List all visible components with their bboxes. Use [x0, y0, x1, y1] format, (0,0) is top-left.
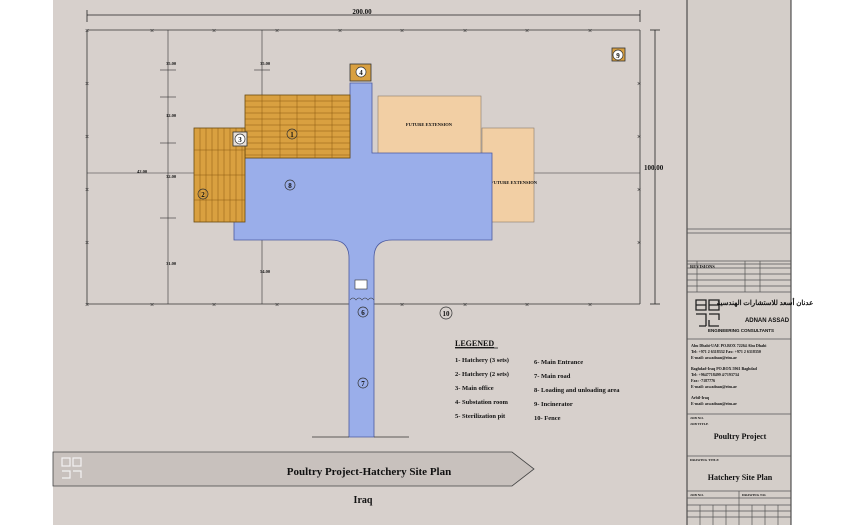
- firm-logo-small: [61, 457, 82, 479]
- firm-name-arabic: عدنان أسعد للاستشارات الهندسية: [717, 297, 814, 307]
- job-title-label: JOB TITLE: [690, 422, 709, 426]
- title-block-panel: [687, 0, 791, 525]
- callout-4: 4: [359, 69, 363, 77]
- svg-text:×: ×: [85, 187, 89, 194]
- svg-text:54.00: 54.00: [260, 269, 271, 274]
- drawing-title: Hatchery Site Plan: [708, 473, 773, 482]
- svg-text:×: ×: [525, 28, 529, 35]
- callout-6: 6: [361, 309, 365, 317]
- legend-title: LEGENED: [455, 339, 494, 348]
- firm-name-line-2: ENGINEERING CONSULTANTS: [708, 328, 774, 333]
- callout-3: 3: [238, 136, 242, 144]
- svg-text:×: ×: [275, 302, 279, 309]
- svg-text:42.00: 42.00: [137, 169, 148, 174]
- svg-text:×: ×: [463, 28, 467, 35]
- callout-markers: 1 2 3 4 6 7 8 9 10: [197, 49, 624, 389]
- future-extension-top-label: FUTURE EXTENSION: [406, 122, 453, 127]
- legend-item: 1- Hatchery (3 sets): [455, 357, 509, 364]
- sterilization-pit: [354, 279, 368, 290]
- main-entrance-gate: [349, 297, 375, 301]
- legend-item: 5- Sterilization pit: [455, 413, 506, 420]
- svg-text:×: ×: [85, 134, 89, 141]
- overall-width-dimension: 200.00: [86, 8, 641, 22]
- svg-text:×: ×: [85, 28, 89, 35]
- firm-name-line-1: ADNAN ASSAD: [745, 318, 790, 324]
- svg-text:×: ×: [338, 28, 342, 35]
- svg-text:×: ×: [275, 28, 279, 35]
- legend-item: 6- Main Entrance: [534, 359, 583, 366]
- svg-text:E-mail: aswadnan@eim.ae: E-mail: aswadnan@eim.ae: [691, 384, 737, 389]
- sheet-no-label: JOB NO.: [690, 493, 704, 497]
- drawing-title-label: DRAWING TITLE: [690, 458, 719, 462]
- svg-text:31.00: 31.00: [166, 261, 177, 266]
- svg-text:×: ×: [637, 81, 641, 88]
- width-dim-label: 200.00: [352, 8, 372, 16]
- svg-text:Fax: -7187776: Fax: -7187776: [691, 378, 715, 383]
- legend-item: 7- Main road: [534, 373, 571, 380]
- callout-7: 7: [361, 380, 365, 388]
- svg-text:×: ×: [637, 240, 641, 247]
- callout-2: 2: [201, 191, 205, 199]
- callout-8: 8: [288, 182, 292, 190]
- overall-height-dimension: 100.00: [644, 29, 664, 305]
- firm-contacts: Abu Dhabi-UAE PO.BOX 72264 Abu Dhabi Tel…: [691, 343, 767, 406]
- job-title: Poultry Project: [714, 432, 767, 441]
- drawing-no-label: DRAWING NO.: [742, 493, 766, 497]
- legend-item: 10- Fence: [534, 415, 561, 422]
- revisions-label: REVISIONS: [690, 264, 715, 269]
- svg-text:Tel: +9647718499 4/7193734: Tel: +9647718499 4/7193734: [691, 372, 739, 377]
- svg-text:Abu Dhabi-UAE PO.BOX 72264 Abu: Abu Dhabi-UAE PO.BOX 72264 Abu Dhabi: [691, 343, 767, 348]
- callout-9: 9: [616, 52, 620, 60]
- legend: LEGENED 1- Hatchery (3 sets) 2- Hatchery…: [455, 339, 620, 422]
- svg-text:E-mail: aswadnan@eim.ae: E-mail: aswadnan@eim.ae: [691, 401, 737, 406]
- future-extension-top: FUTURE EXTENSION: [377, 95, 482, 157]
- svg-text:32.00: 32.00: [166, 174, 177, 179]
- fence-post-markers: × × × × × × × × × × × × × × × × × × × × × × × × ×: [85, 28, 641, 309]
- svg-text:×: ×: [85, 81, 89, 88]
- legend-item: 9- Incinerator: [534, 401, 573, 408]
- svg-text:×: ×: [85, 240, 89, 247]
- svg-text:×: ×: [85, 302, 89, 309]
- svg-text:35.00: 35.00: [166, 61, 177, 66]
- svg-text:35.00: 35.00: [260, 61, 271, 66]
- svg-text:×: ×: [588, 28, 592, 35]
- svg-text:Baghdad-Iraq PO.BOX 5961 Baghd: Baghdad-Iraq PO.BOX 5961 Baghdad: [691, 366, 758, 371]
- height-dim-label: 100.00: [644, 164, 664, 172]
- firm-logo: [695, 299, 720, 327]
- callout-1: 1: [290, 131, 294, 139]
- legend-item: 8- Loading and unloading area: [534, 387, 620, 394]
- svg-text:×: ×: [212, 302, 216, 309]
- future-extension-right-label: FUTURE EXTENSION: [491, 180, 538, 185]
- legend-item: 4- Substation room: [455, 399, 509, 406]
- svg-text:×: ×: [400, 28, 404, 35]
- svg-text:×: ×: [588, 302, 592, 309]
- svg-text:Arbil-Iraq: Arbil-Iraq: [691, 395, 710, 400]
- legend-item: 2- Hatchery (2 sets): [455, 371, 509, 378]
- callout-10: 10: [443, 310, 451, 318]
- svg-text:×: ×: [150, 302, 154, 309]
- svg-text:×: ×: [525, 302, 529, 309]
- job-no-label: JOB NO.: [690, 416, 704, 420]
- banner-title: Poultry Project-Hatchery Site Plan: [287, 466, 451, 478]
- svg-text:Tel: +971 2 6318332 Fax: +971: Tel: +971 2 6318332 Fax: +971 2 6318350: [691, 349, 761, 354]
- title-banner: Poultry Project-Hatchery Site Plan Iraq: [52, 451, 535, 506]
- svg-text:12.00: 12.00: [166, 113, 177, 118]
- svg-text:×: ×: [463, 302, 467, 309]
- hatchery-3-sets: [244, 94, 351, 159]
- legend-item: 3- Main office: [455, 385, 494, 392]
- banner-subtitle: Iraq: [354, 495, 373, 506]
- svg-text:×: ×: [150, 28, 154, 35]
- svg-text:×: ×: [400, 302, 404, 309]
- title-block: [687, 228, 791, 525]
- svg-text:E-mail: aswadnan@eim.ae: E-mail: aswadnan@eim.ae: [691, 355, 737, 360]
- svg-text:×: ×: [637, 187, 641, 194]
- svg-text:×: ×: [637, 134, 641, 141]
- svg-text:×: ×: [212, 28, 216, 35]
